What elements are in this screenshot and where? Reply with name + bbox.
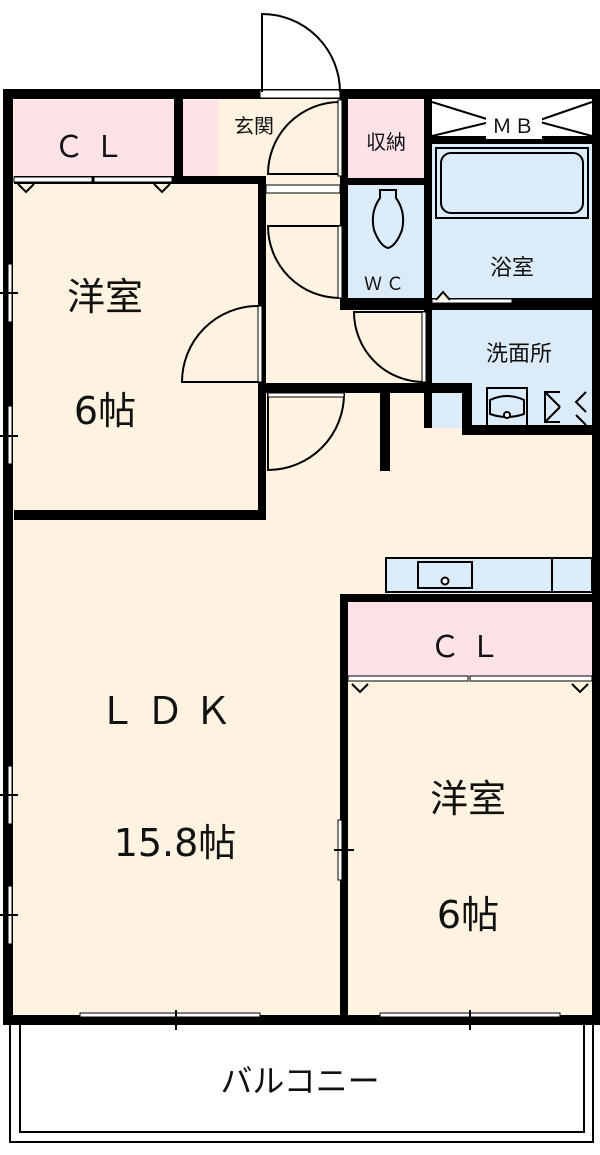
kitchen-sink-icon <box>417 561 473 589</box>
bathtub-icon <box>435 147 589 219</box>
small-closet-fill <box>182 100 218 180</box>
kitchen-counter <box>385 557 593 593</box>
bathroom-fill <box>432 144 592 300</box>
western-room-2-size: 6帖 <box>436 893 500 937</box>
wash-basin-icon <box>486 387 528 427</box>
storage-label: 収納 <box>366 130 406 154</box>
ldk-name: ＬＤＫ <box>97 689 242 733</box>
washroom-label: 洗面所 <box>485 342 552 367</box>
toilet-icon <box>371 189 405 250</box>
bathroom-label: 浴室 <box>489 256 534 281</box>
closet-1-fill <box>14 100 174 180</box>
western-room-1-name: 洋室 <box>66 275 143 319</box>
closet-2-label: ＣＬ <box>430 630 510 665</box>
storage-fill <box>348 100 424 178</box>
western-room-1-size: 6帖 <box>73 389 137 433</box>
balcony-label: バルコニー <box>220 1062 380 1100</box>
ldk-size: 15.8帖 <box>113 821 237 865</box>
toilet-label: ＷＣ <box>364 274 408 295</box>
closet-1-label: ＣＬ <box>54 130 134 165</box>
closet-2-fill <box>348 600 592 680</box>
western-room-2-name: 洋室 <box>429 777 506 821</box>
doors <box>180 12 425 472</box>
toilet-fill <box>348 184 424 300</box>
meter-box-label: ＭＢ <box>486 110 542 139</box>
washroom-fill <box>432 310 592 428</box>
washing-machine-icon <box>544 391 587 426</box>
entrance-label: 玄関 <box>234 114 274 138</box>
